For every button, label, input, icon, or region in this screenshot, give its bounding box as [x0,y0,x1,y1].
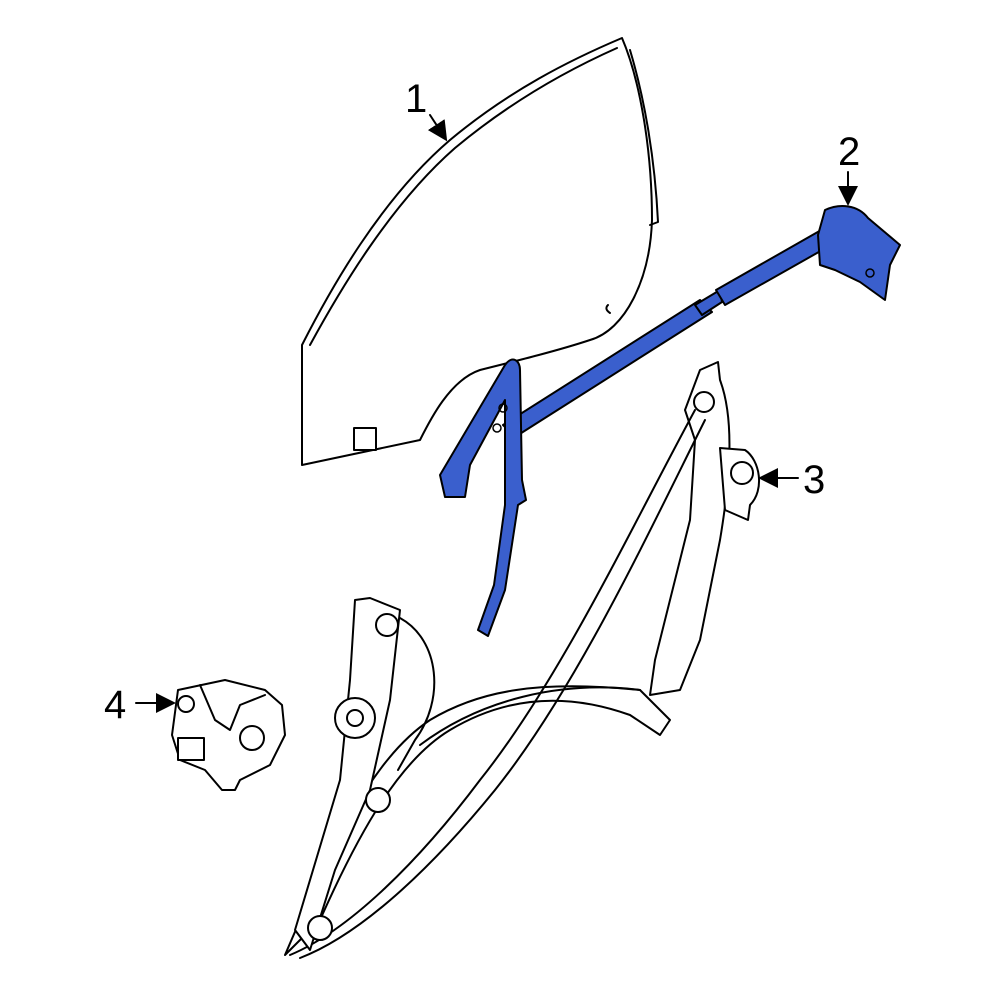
svg-text:4: 4 [104,683,126,727]
callout-4: 4 [104,683,176,727]
svg-text:1: 1 [405,77,427,121]
window-motor [171,679,286,791]
svg-text:3: 3 [803,458,825,502]
window-lift-arm-assembly [439,205,901,637]
callout-3: 3 [758,458,825,502]
door-glass [301,37,659,466]
callout-2: 2 [838,130,860,206]
window-regulator [284,361,761,959]
callout-1: 1 [405,77,448,142]
svg-text:2: 2 [838,130,860,174]
